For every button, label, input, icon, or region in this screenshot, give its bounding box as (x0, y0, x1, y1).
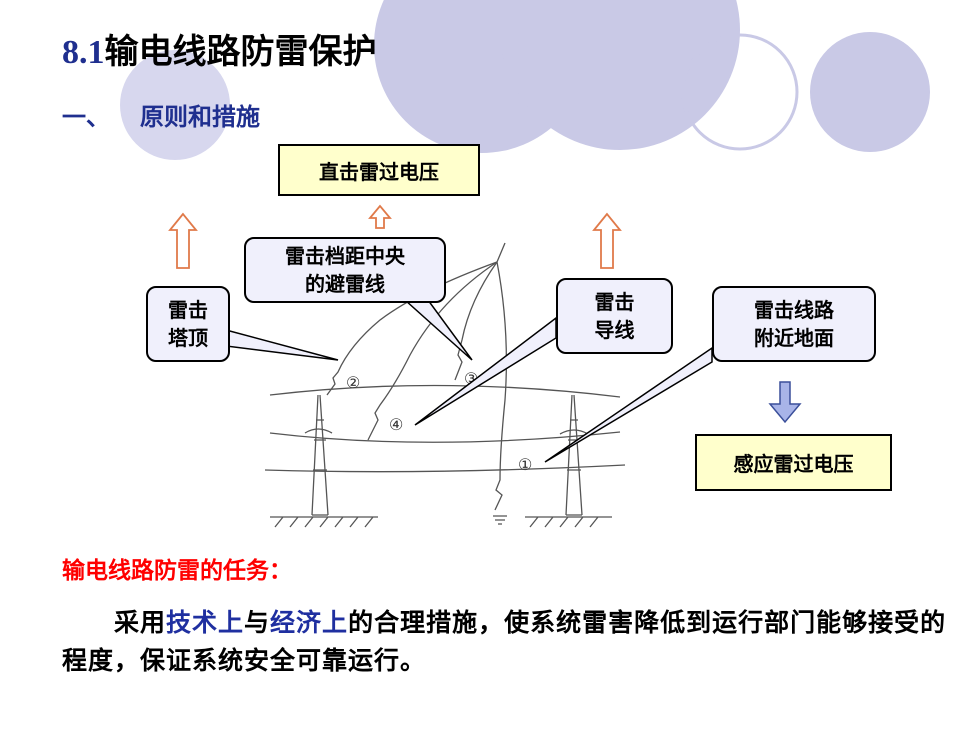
down-arrow-blue (768, 381, 802, 424)
pointer-near-ground (544, 346, 713, 463)
deco-circle-filled-mid (500, 0, 740, 150)
pointer-conductor (414, 316, 557, 426)
up-arrow-center (368, 204, 392, 229)
label-n1: ① (518, 455, 532, 474)
callout-tower-top-line2: 塔顶 (168, 326, 208, 350)
task-paragraph: 采用技术上与经济上的合理措施，使系统雷害降低到运行部门能够接受的程度，保证系统安… (62, 604, 952, 680)
para-part1: 采用 (114, 608, 167, 637)
page-title: 8.1输电线路防雷保护 (62, 24, 377, 73)
callout-tower-top-line1: 雷击 (168, 298, 208, 322)
induced-overvoltage-label: 感应雷过电压 (733, 452, 854, 476)
lightning-stroke-ground (494, 261, 508, 511)
lightning-stroke-tower (326, 261, 498, 396)
lightning-stroke-conductor (367, 261, 498, 441)
deco-circle-filled-small (120, 50, 230, 160)
subtitle-marker: 一、 (62, 102, 110, 131)
callout-span-center-line2: 的避雷线 (305, 272, 385, 296)
deco-circle-filled-right (810, 32, 930, 152)
callout-near-ground: 雷击线路 附近地面 (712, 286, 876, 362)
up-arrow-right (592, 212, 622, 269)
subtitle-text: 原则和措施 (140, 102, 260, 131)
title-text: 输电线路防雷保护 (104, 32, 377, 72)
callout-span-center-line1: 雷击档距中央 (285, 244, 405, 268)
ground-left (270, 516, 378, 528)
lightning-stroke-span (454, 261, 498, 381)
callout-tower-top: 雷击 塔顶 (146, 286, 230, 362)
callout-conductor-line2: 导线 (594, 318, 635, 342)
label-n2: ② (346, 373, 360, 392)
callout-conductor: 雷击 导线 (556, 278, 673, 354)
induced-overvoltage-box: 感应雷过电压 (695, 434, 892, 491)
shield-wire (269, 384, 621, 398)
title-number: 8.1 (62, 34, 105, 71)
section-subtitle: 一、 原则和措施 (62, 97, 260, 132)
conductor-lower (264, 464, 626, 473)
para-highlight-technical: 技术上 (166, 608, 245, 637)
para-part3: 的合理措施，使系统雷害降低到运行部门能够接受的程度，保证系统安全可靠运行。 (62, 608, 947, 675)
callout-near-ground-line2: 附近地面 (754, 326, 834, 350)
para-highlight-economic: 经济上 (270, 608, 349, 637)
right-tower (559, 394, 589, 516)
ground-right (525, 516, 612, 528)
deco-circle-outline (681, 33, 799, 151)
callout-conductor-line1: 雷击 (594, 290, 635, 314)
callout-span-center: 雷击档距中央 的避雷线 (244, 237, 446, 303)
callout-near-ground-line1: 雷击线路 (754, 298, 834, 322)
pointer-tower-top (225, 329, 339, 361)
left-tower (304, 394, 333, 516)
up-arrow-left (168, 212, 198, 269)
task-heading: 输电线路防雷的任务： (62, 557, 292, 584)
pointer-span-center (403, 299, 473, 361)
direct-overvoltage-box: 直击雷过电压 (278, 144, 480, 196)
label-n4: ④ (389, 415, 403, 434)
para-part2: 与 (244, 608, 271, 637)
direct-overvoltage-label: 直击雷过电压 (319, 159, 439, 184)
